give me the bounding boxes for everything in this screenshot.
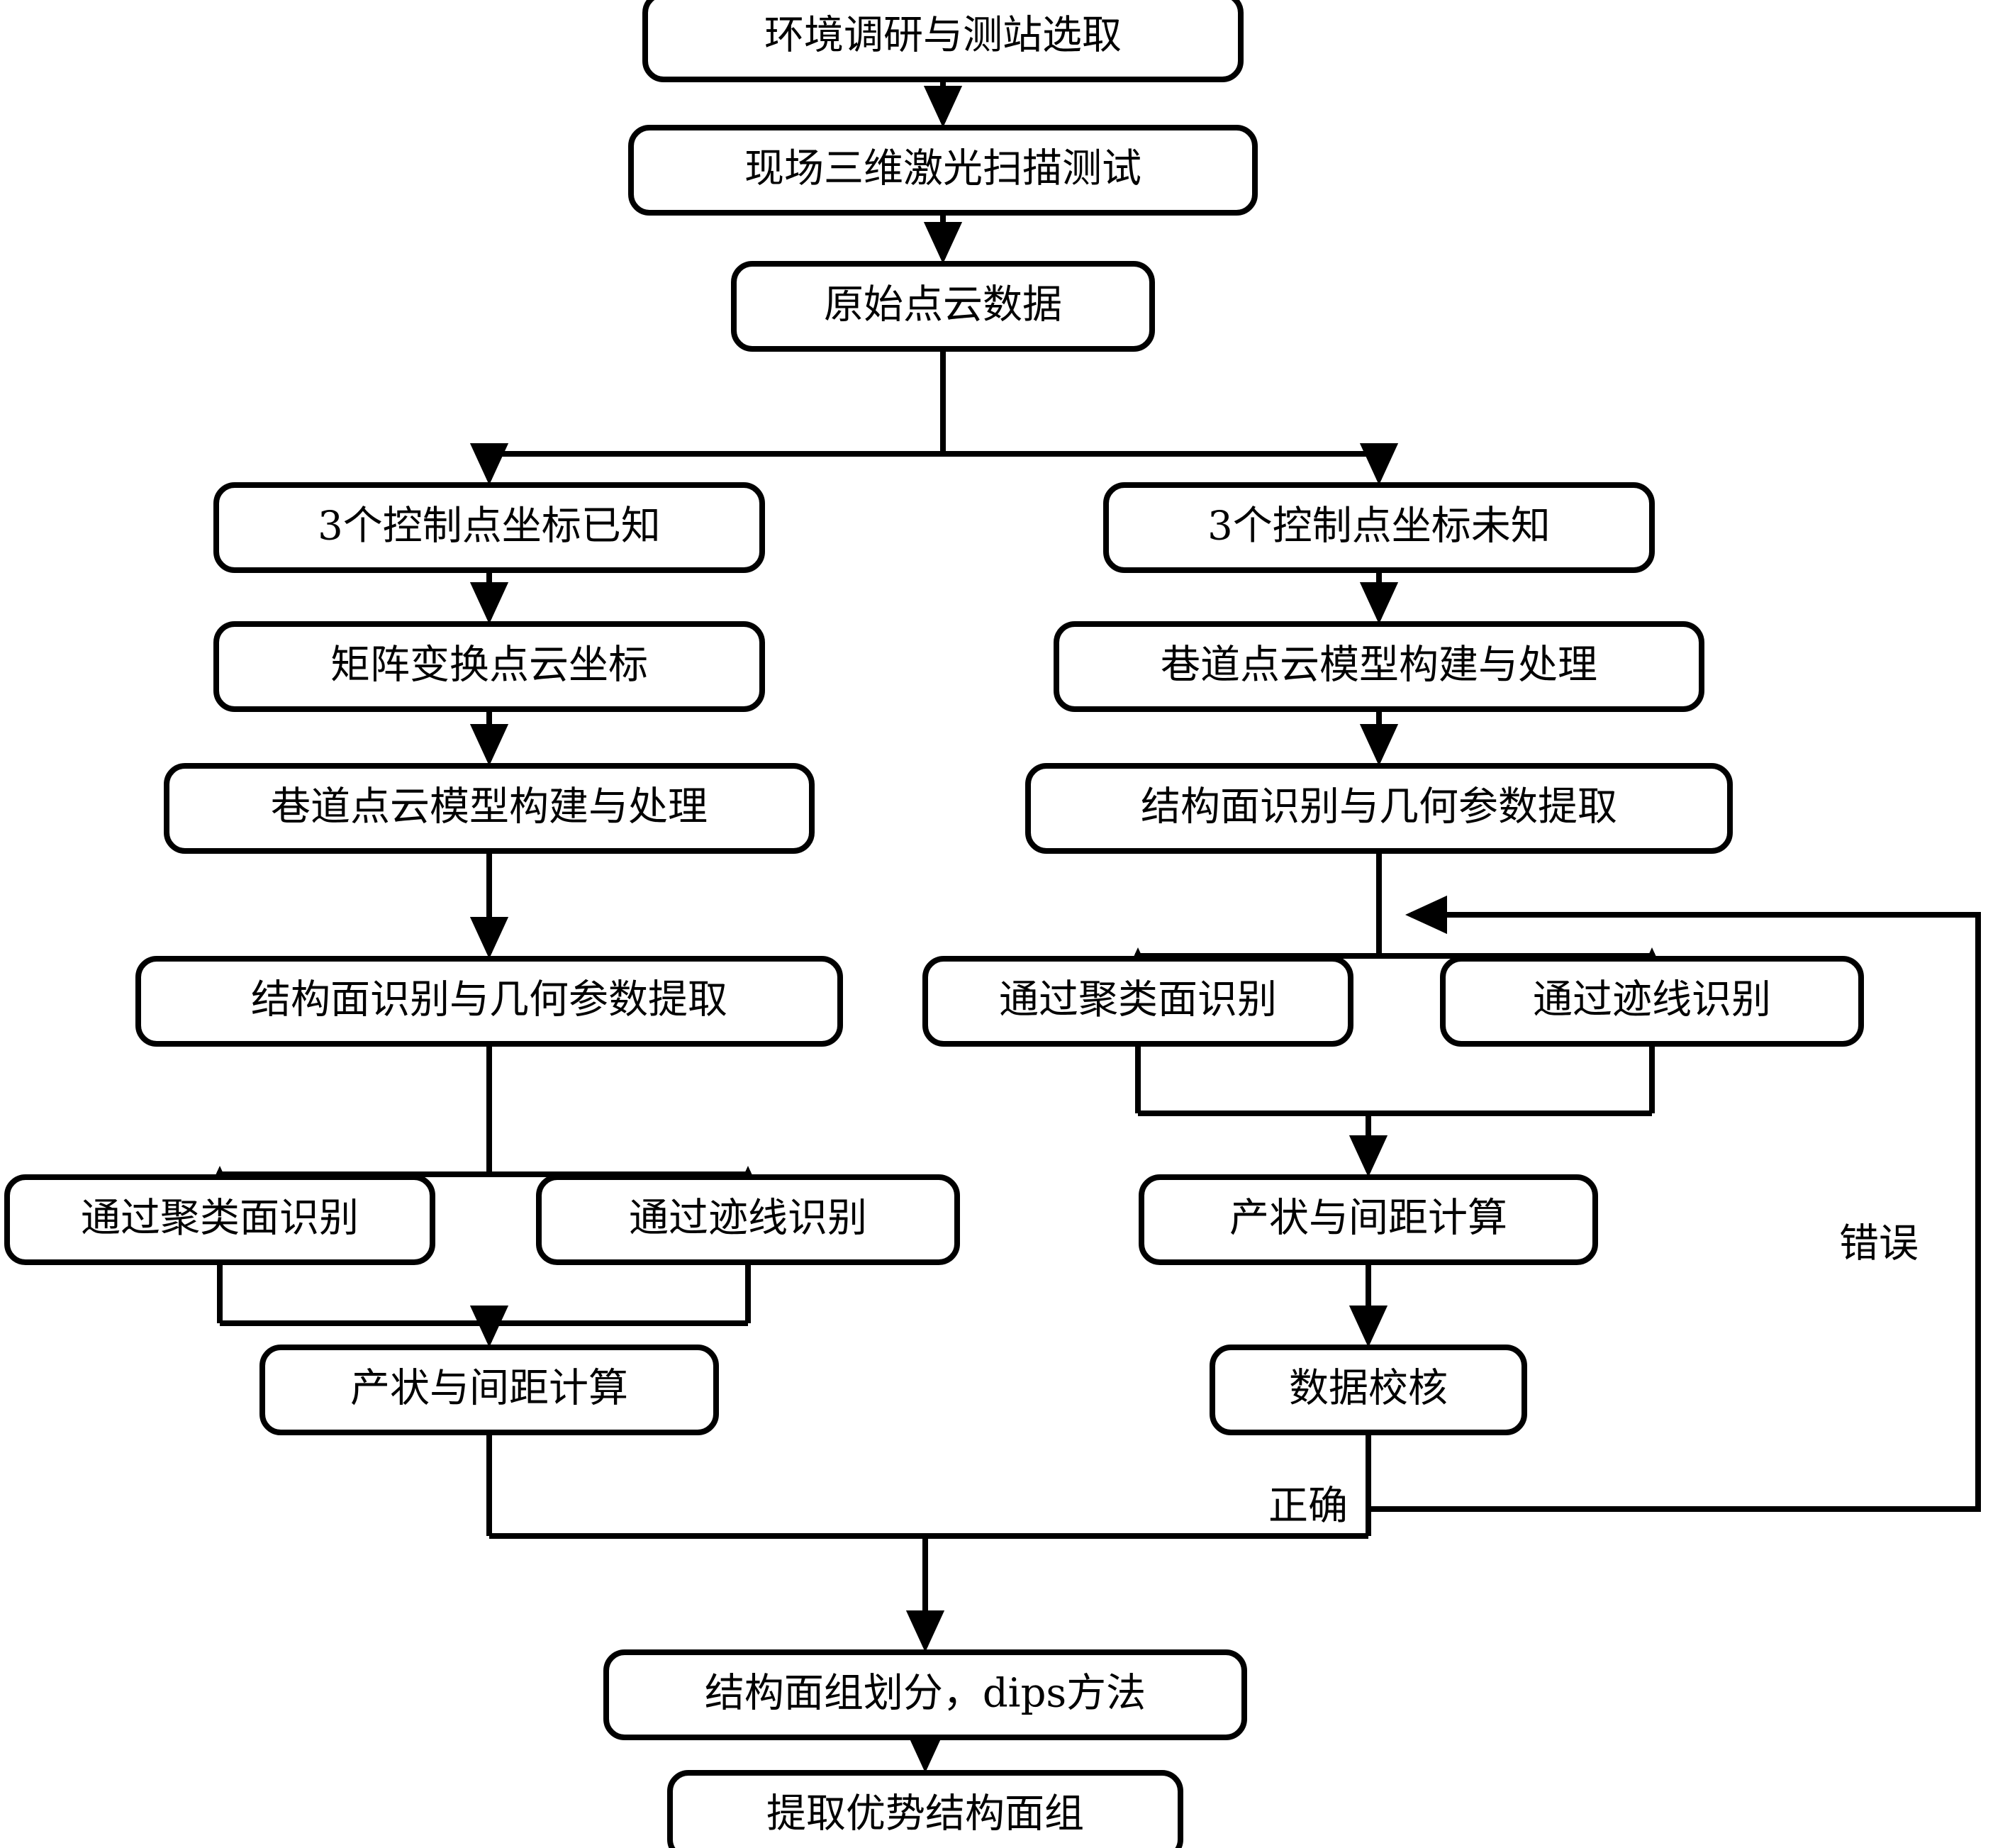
node-trace-identify-right[interactable]: 通过迹线识别	[1440, 956, 1864, 1047]
node-label: 结构面识别与几何参数提取	[1141, 784, 1617, 830]
node-box	[259, 1345, 719, 1435]
node-box	[164, 763, 815, 854]
edge-error-feedback	[1368, 895, 1981, 1512]
node-label: 通过聚类面识别	[81, 1196, 359, 1242]
node-extract-dominant-groups[interactable]: 提取优势结构面组	[667, 1770, 1183, 1848]
node-label: 巷道点云模型构建与处理	[271, 784, 708, 830]
node-raw-point-cloud[interactable]: 原始点云数据	[731, 261, 1155, 352]
node-label: 结构面识别与几何参数提取	[251, 977, 727, 1023]
node-trace-identify-left[interactable]: 通过迹线识别	[536, 1174, 960, 1265]
node-box	[628, 125, 1258, 216]
node-label: 数据校核	[1289, 1366, 1448, 1412]
node-box	[135, 956, 843, 1047]
node-label: 结构面组划分，dips方法	[705, 1671, 1146, 1717]
node-cluster-identify-right[interactable]: 通过聚类面识别	[922, 956, 1353, 1047]
node-label: 矩阵变换点云坐标	[330, 642, 648, 689]
node-matrix-transform-coords[interactable]: 矩阵变换点云坐标	[213, 621, 765, 712]
node-box	[603, 1649, 1247, 1740]
node-box	[731, 261, 1155, 352]
node-control-points-known[interactable]: 3个控制点坐标已知	[213, 482, 765, 573]
node-attitude-spacing-left[interactable]: 产状与间距计算	[259, 1345, 719, 1435]
node-box	[1440, 956, 1864, 1047]
node-box	[1139, 1174, 1598, 1265]
node-control-points-unknown[interactable]: 3个控制点坐标未知	[1103, 482, 1655, 573]
edge-label-error: 错误	[1839, 1221, 1919, 1267]
node-box	[1210, 1345, 1527, 1435]
node-label: 原始点云数据	[824, 282, 1062, 328]
node-box	[1103, 482, 1655, 573]
node-data-verification[interactable]: 数据校核	[1210, 1345, 1527, 1435]
edge-label-correct: 正确	[1268, 1484, 1348, 1530]
node-label: 现场三维激光扫描测试	[744, 146, 1141, 192]
node-label: 通过迹线识别	[1533, 977, 1771, 1023]
node-box	[213, 621, 765, 712]
node-label: 环境调研与测站选取	[764, 13, 1122, 59]
node-label: 3个控制点坐标已知	[318, 503, 661, 550]
nodes: 环境调研与测站选取 现场三维激光扫描测试 原始点云数据 3个控制点坐标已知 3个…	[4, 0, 1864, 1848]
node-tunnel-model-left[interactable]: 巷道点云模型构建与处理	[164, 763, 815, 854]
node-label: 3个控制点坐标未知	[1207, 503, 1551, 550]
node-box	[213, 482, 765, 573]
node-box	[922, 956, 1353, 1047]
node-box	[667, 1770, 1183, 1848]
node-box	[536, 1174, 960, 1265]
node-cluster-identify-left[interactable]: 通过聚类面识别	[4, 1174, 435, 1265]
node-label: 巷道点云模型构建与处理	[1161, 642, 1597, 689]
node-label: 提取优势结构面组	[766, 1791, 1084, 1837]
node-box	[1025, 763, 1733, 854]
node-label: 通过聚类面识别	[999, 977, 1277, 1023]
node-tunnel-model-right[interactable]: 巷道点云模型构建与处理	[1054, 621, 1704, 712]
node-attitude-spacing-right[interactable]: 产状与间距计算	[1139, 1174, 1598, 1265]
node-group-division-dips[interactable]: 结构面组划分，dips方法	[603, 1649, 1247, 1740]
node-environment-survey[interactable]: 环境调研与测站选取	[642, 0, 1244, 82]
node-label: 产状与间距计算	[1229, 1196, 1507, 1242]
node-plane-extraction-right[interactable]: 结构面识别与几何参数提取	[1025, 763, 1733, 854]
node-field-3d-laser-scan[interactable]: 现场三维激光扫描测试	[628, 125, 1258, 216]
node-box	[4, 1174, 435, 1265]
node-label: 产状与间距计算	[350, 1366, 628, 1412]
node-plane-extraction-left[interactable]: 结构面识别与几何参数提取	[135, 956, 843, 1047]
node-label: 通过迹线识别	[629, 1196, 867, 1242]
node-box	[1054, 621, 1704, 712]
edge-labels: 错误 正确	[1268, 1221, 1919, 1530]
node-box	[642, 0, 1244, 82]
